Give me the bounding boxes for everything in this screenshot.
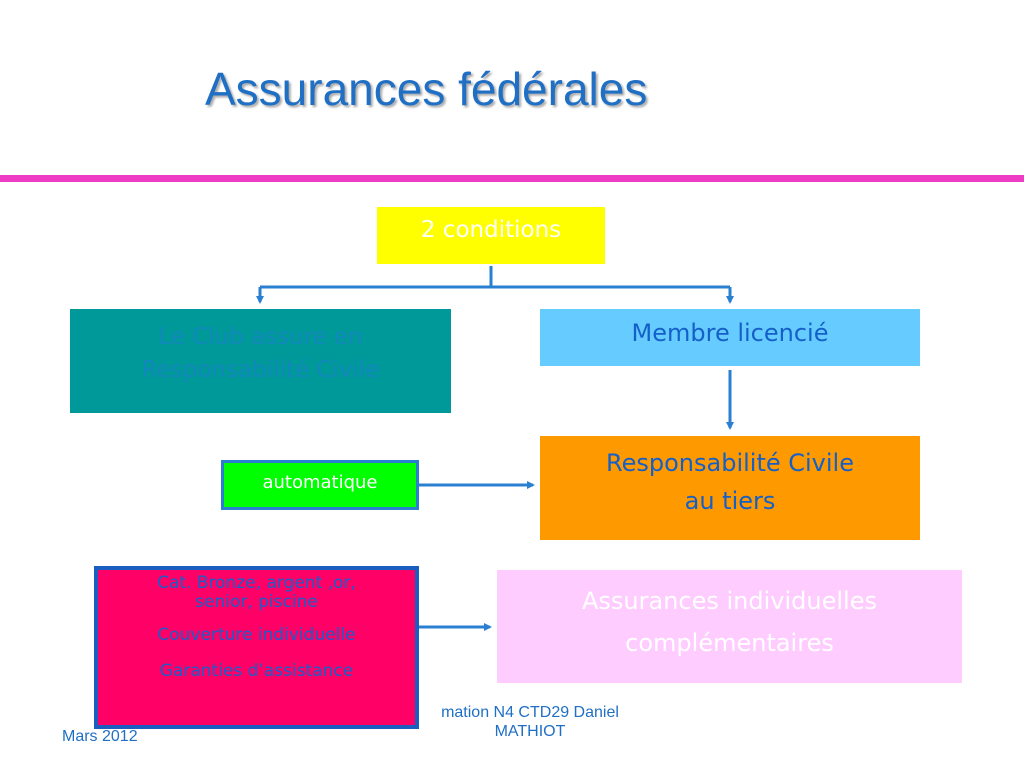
footer-author: mation N4 CTD29 Daniel MATHIOT [380, 703, 680, 741]
node-label-line: Responsabilité Civile [606, 449, 854, 477]
node-label: automatique [262, 472, 378, 493]
node-label: Membre licencié [631, 319, 829, 347]
node-label-line: complémentaires [625, 629, 834, 657]
node-label-line: senior, piscine [195, 592, 318, 613]
node-assurances-complementaires: Assurances individuelles complémentaires [497, 570, 962, 683]
title-divider [0, 175, 1024, 182]
node-membre-licencie: Membre licencié [540, 309, 920, 366]
slide-title: Assurances fédérales [205, 63, 648, 115]
node-label-line: au tiers [684, 487, 776, 516]
node-automatique: automatique [221, 460, 419, 510]
node-label-line: Couverture individuelle [157, 625, 356, 646]
node-2-conditions: 2 conditions [377, 207, 605, 264]
node-label-line: Le Club assure en [158, 324, 363, 350]
node-label-line: Garanties d’assistance [159, 661, 354, 682]
footer-author-line: MATHIOT [494, 723, 566, 741]
node-club-rc: Le Club assure en Responsabilité Civile [70, 309, 451, 413]
node-label: 2 conditions [420, 217, 562, 243]
node-label-line: Responsabilité Civile [141, 357, 380, 384]
node-label-line: Cat. Bronze, argent ,or, [157, 573, 356, 593]
footer-author-line: mation N4 CTD29 Daniel [441, 704, 619, 721]
node-rc-au-tiers: Responsabilité Civile au tiers [540, 436, 920, 540]
footer-date: Mars 2012 [62, 728, 138, 745]
node-label-line: Assurances individuelles [582, 587, 877, 615]
node-categories: Cat. Bronze, argent ,or, senior, piscine… [94, 566, 419, 729]
